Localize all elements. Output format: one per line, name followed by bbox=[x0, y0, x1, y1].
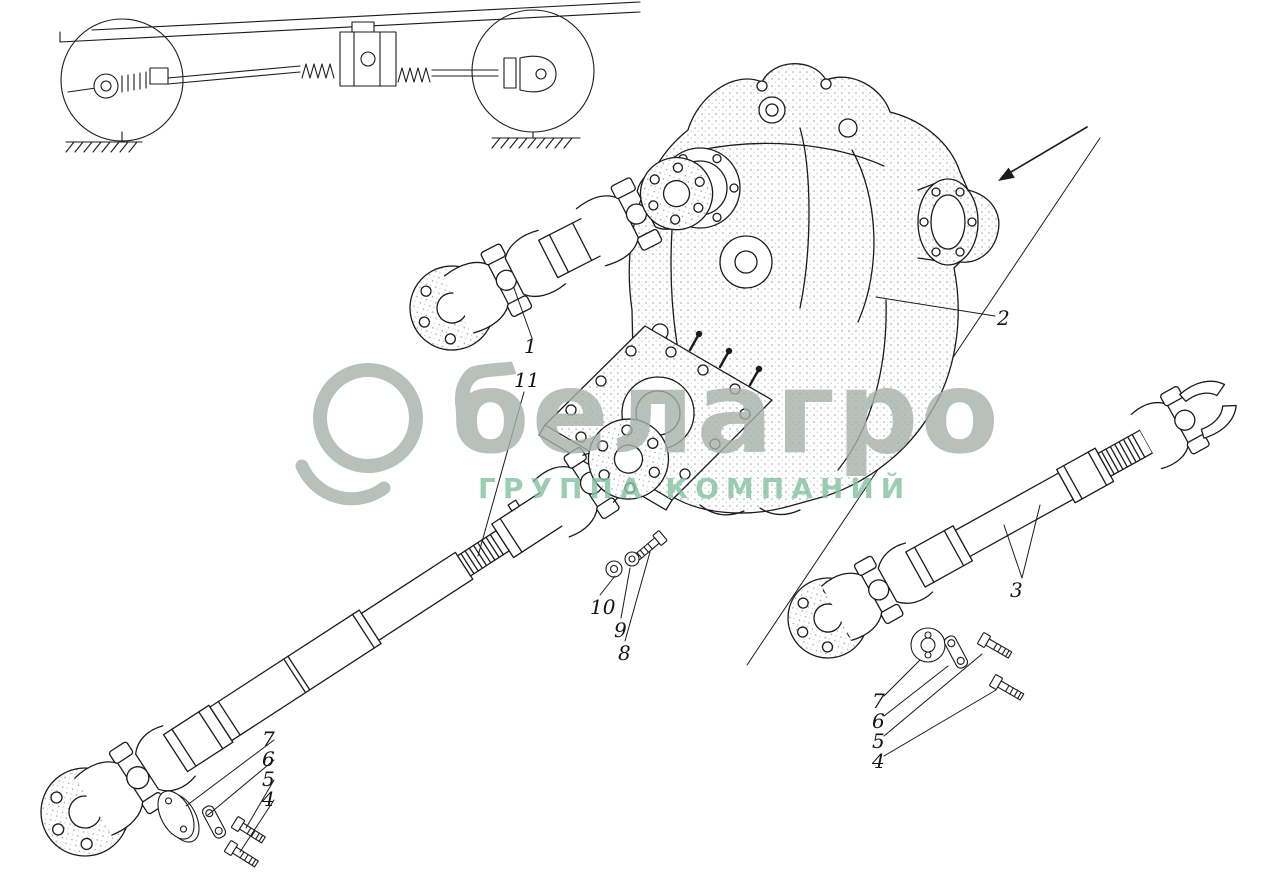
rear-propshaft-drawing bbox=[787, 380, 1237, 659]
callout-10: 10 bbox=[590, 595, 616, 619]
callout-2: 2 bbox=[997, 306, 1010, 330]
left-hardware bbox=[157, 790, 268, 870]
callout-1: 1 bbox=[524, 334, 537, 358]
callout-6-left: 6 bbox=[262, 747, 275, 771]
callout-4-right: 4 bbox=[872, 749, 885, 773]
callout-7-left: 7 bbox=[262, 727, 275, 751]
right-hardware bbox=[605, 529, 1026, 704]
callout-7-right: 7 bbox=[872, 689, 885, 713]
callout-4-left: 4 bbox=[262, 787, 275, 811]
callout-5-left: 5 bbox=[262, 767, 275, 791]
callout-3: 3 bbox=[1010, 578, 1023, 602]
callout-6-right: 6 bbox=[872, 709, 885, 733]
callout-5-right: 5 bbox=[872, 729, 885, 753]
main-propshaft-drawing bbox=[40, 418, 670, 857]
ink-layer bbox=[40, 1, 1237, 870]
chassis-schematic bbox=[59, 1, 641, 153]
leader-lines bbox=[185, 287, 1041, 853]
callout-11: 11 bbox=[514, 368, 540, 392]
callout-8: 8 bbox=[618, 641, 631, 665]
front-propshaft-drawing bbox=[409, 156, 714, 351]
direction-arrow bbox=[998, 126, 1088, 181]
callout-9: 9 bbox=[614, 618, 627, 642]
